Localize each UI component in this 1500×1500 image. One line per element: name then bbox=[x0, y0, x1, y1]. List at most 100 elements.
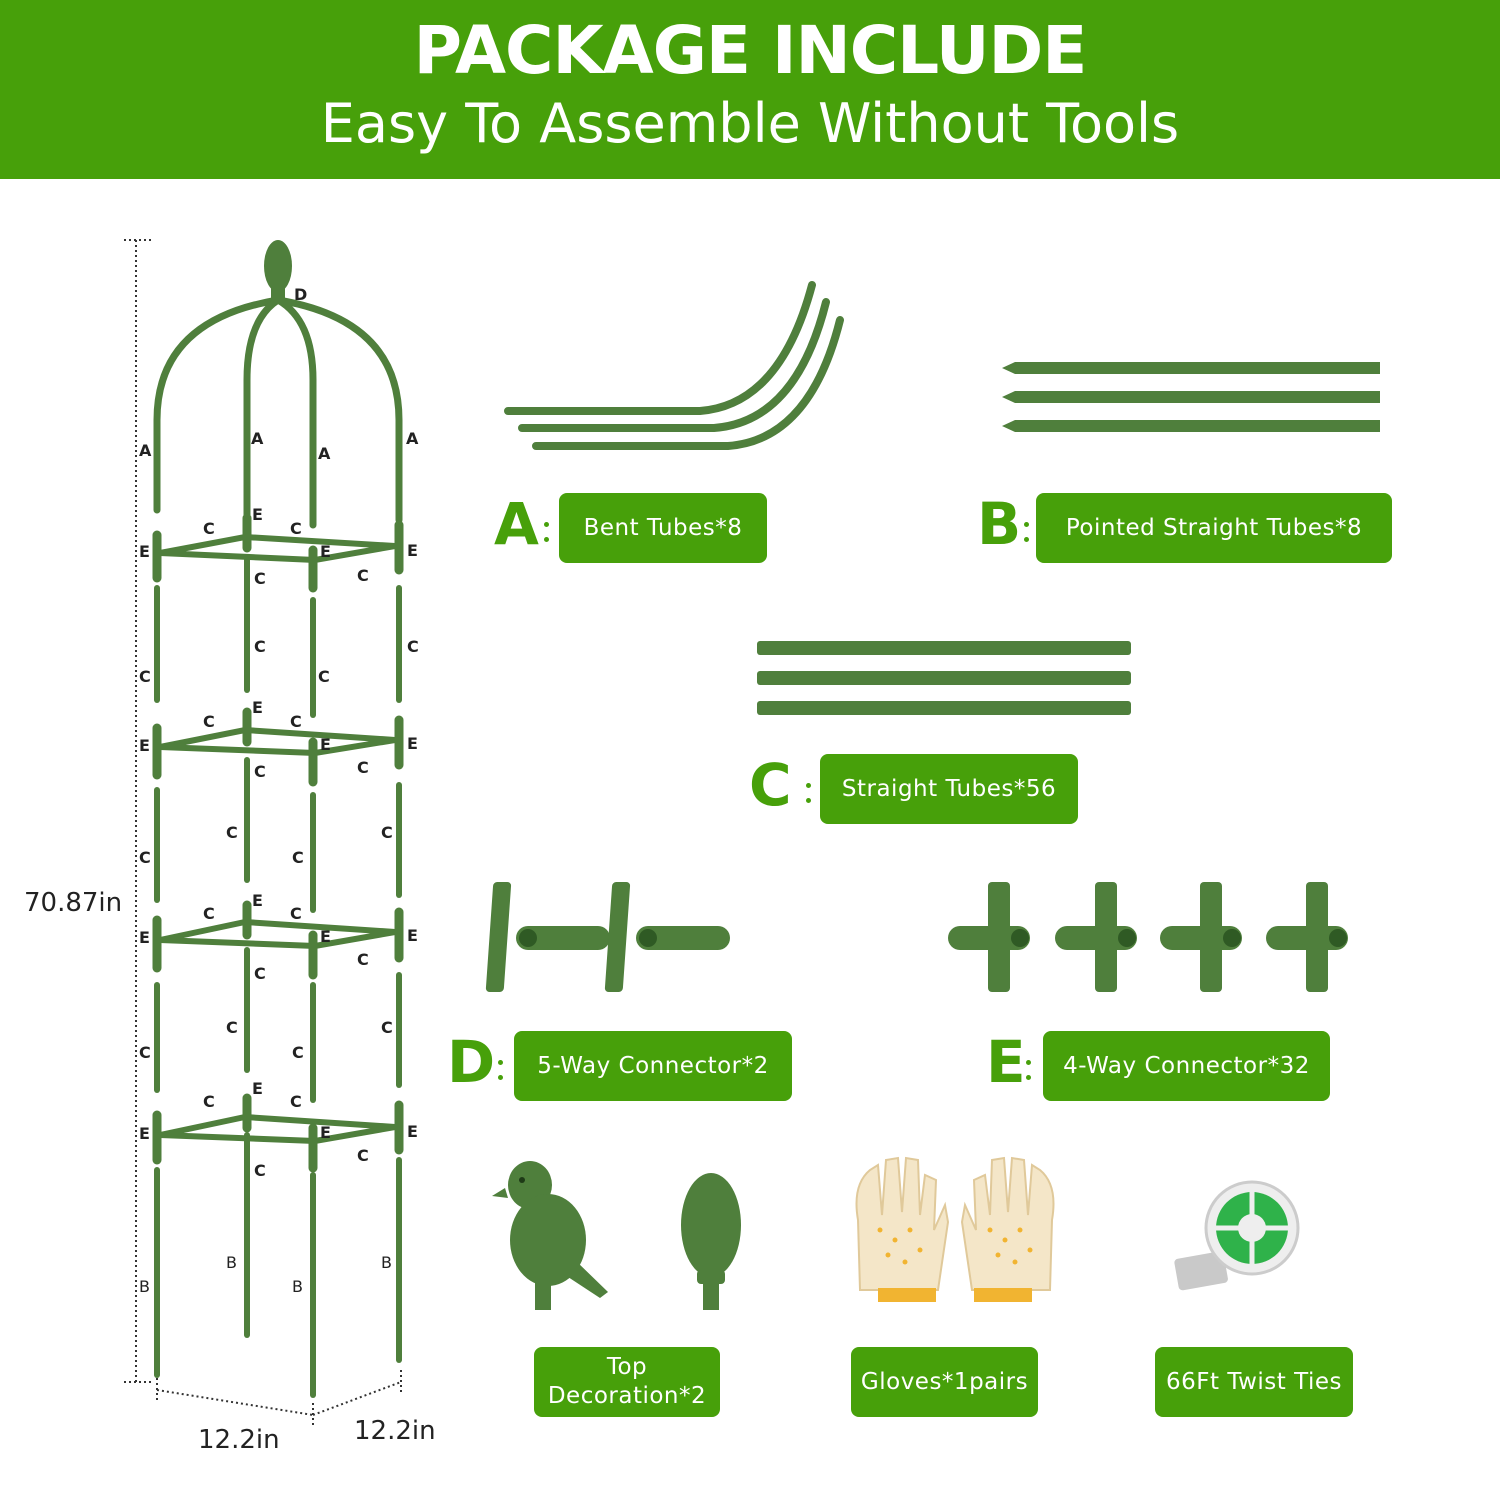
svg-text:C: C bbox=[292, 848, 304, 867]
twist-ties-label: 66Ft Twist Ties bbox=[1166, 1368, 1342, 1395]
svg-text:B: B bbox=[292, 1277, 303, 1296]
diagram-labels: D A A A A E E E E C C C C C C C C E E E E C C C C C C C C E E… bbox=[139, 285, 419, 1296]
part-letter-b: B bbox=[977, 490, 1022, 558]
width-label-front: 12.2in bbox=[198, 1425, 280, 1455]
top-decoration-label-line1: Top bbox=[606, 1354, 648, 1380]
colon-dot bbox=[806, 783, 811, 788]
height-label: 70.87in bbox=[24, 888, 123, 918]
svg-text:C: C bbox=[292, 1043, 304, 1062]
svg-text:C: C bbox=[226, 1018, 238, 1037]
diagram-label-d: D bbox=[294, 285, 307, 304]
svg-text:E: E bbox=[320, 927, 331, 946]
part-badge-d: 5-Way Connector*2 bbox=[514, 1031, 792, 1101]
colon-dot bbox=[498, 1060, 503, 1065]
svg-text:C: C bbox=[318, 667, 330, 686]
part-label-e: 4-Way Connector*32 bbox=[1063, 1052, 1310, 1079]
svg-text:E: E bbox=[252, 1079, 263, 1098]
svg-text:A: A bbox=[318, 444, 331, 463]
svg-text:B: B bbox=[226, 1253, 237, 1272]
trellis-diagram bbox=[152, 296, 404, 1398]
svg-text:C: C bbox=[381, 1018, 393, 1037]
gloves-label: Gloves*1pairs bbox=[860, 1368, 1029, 1395]
page-title: PACKAGE INCLUDE bbox=[413, 12, 1088, 89]
part-label-b: Pointed Straight Tubes*8 bbox=[1065, 514, 1363, 541]
colon-dot bbox=[1026, 1075, 1031, 1080]
svg-text:C: C bbox=[254, 637, 266, 656]
colon-dot bbox=[498, 1075, 503, 1080]
svg-text:C: C bbox=[357, 950, 369, 969]
top-finial-icon bbox=[681, 1173, 741, 1310]
pointed-tube-icon bbox=[1002, 362, 1380, 432]
svg-text:C: C bbox=[407, 637, 419, 656]
svg-text:E: E bbox=[407, 734, 418, 753]
colon-dot bbox=[1024, 537, 1029, 542]
svg-text:C: C bbox=[290, 904, 302, 923]
colon-dot bbox=[544, 537, 549, 542]
svg-text:E: E bbox=[252, 505, 263, 524]
svg-text:E: E bbox=[252, 698, 263, 717]
part-label-c: Straight Tubes*56 bbox=[841, 775, 1057, 802]
svg-text:C: C bbox=[290, 712, 302, 731]
svg-text:C: C bbox=[203, 904, 215, 923]
colon-dot bbox=[1026, 1060, 1031, 1065]
svg-text:E: E bbox=[320, 1123, 331, 1142]
svg-text:E: E bbox=[407, 1122, 418, 1141]
svg-text:C: C bbox=[203, 519, 215, 538]
part-letter-e: E bbox=[986, 1028, 1026, 1096]
svg-text:E: E bbox=[252, 891, 263, 910]
part-label-a: Bent Tubes*8 bbox=[583, 514, 743, 541]
top-decoration-badge: Top Decoration*2 bbox=[534, 1347, 720, 1417]
gloves-icon bbox=[855, 1156, 1055, 1302]
colon-dot bbox=[544, 522, 549, 527]
svg-text:E: E bbox=[139, 1124, 150, 1143]
part-letter-a: A bbox=[494, 490, 539, 558]
part-letter-c: C bbox=[749, 751, 792, 819]
colon-dot bbox=[806, 798, 811, 803]
part-badge-a: Bent Tubes*8 bbox=[559, 493, 767, 563]
gloves-badge: Gloves*1pairs bbox=[851, 1347, 1038, 1417]
width-dimension-line bbox=[156, 1370, 402, 1427]
svg-text:C: C bbox=[357, 1146, 369, 1165]
svg-text:C: C bbox=[254, 569, 266, 588]
bent-tube-icon bbox=[504, 281, 844, 450]
svg-text:E: E bbox=[320, 735, 331, 754]
top-decoration-label-line2: Decoration*2 bbox=[547, 1383, 707, 1409]
svg-text:B: B bbox=[139, 1277, 150, 1296]
bird-finial-icon bbox=[492, 1161, 608, 1310]
twist-tie-reel-icon bbox=[1174, 1180, 1300, 1291]
svg-text:C: C bbox=[357, 758, 369, 777]
twist-ties-badge: 66Ft Twist Ties bbox=[1155, 1347, 1353, 1417]
svg-text:C: C bbox=[381, 823, 393, 842]
svg-text:C: C bbox=[203, 1092, 215, 1111]
svg-text:C: C bbox=[254, 762, 266, 781]
svg-text:A: A bbox=[251, 429, 264, 448]
svg-text:E: E bbox=[407, 541, 418, 560]
svg-text:C: C bbox=[139, 1043, 151, 1062]
svg-text:C: C bbox=[357, 566, 369, 585]
four-way-connector-icon bbox=[948, 882, 1348, 992]
svg-text:A: A bbox=[406, 429, 419, 448]
svg-text:B: B bbox=[381, 1253, 392, 1272]
svg-text:E: E bbox=[139, 928, 150, 947]
part-badge-e: 4-Way Connector*32 bbox=[1043, 1031, 1330, 1101]
svg-text:C: C bbox=[290, 519, 302, 538]
colon-dot bbox=[1024, 522, 1029, 527]
svg-text:C: C bbox=[254, 1161, 266, 1180]
width-label-side: 12.2in bbox=[354, 1416, 436, 1446]
part-letter-d: D bbox=[447, 1028, 496, 1096]
svg-text:E: E bbox=[407, 926, 418, 945]
header-banner: PACKAGE INCLUDE Easy To Assemble Without… bbox=[0, 0, 1500, 179]
svg-text:C: C bbox=[254, 964, 266, 983]
five-way-connector-icon bbox=[485, 882, 730, 992]
svg-text:C: C bbox=[290, 1092, 302, 1111]
svg-text:C: C bbox=[139, 848, 151, 867]
part-label-d: 5-Way Connector*2 bbox=[537, 1052, 769, 1079]
trellis-finial bbox=[264, 240, 292, 292]
svg-text:C: C bbox=[226, 823, 238, 842]
svg-text:E: E bbox=[139, 736, 150, 755]
svg-text:C: C bbox=[139, 667, 151, 686]
svg-text:C: C bbox=[203, 712, 215, 731]
svg-text:E: E bbox=[139, 542, 150, 561]
diagram-label: A bbox=[139, 441, 152, 460]
